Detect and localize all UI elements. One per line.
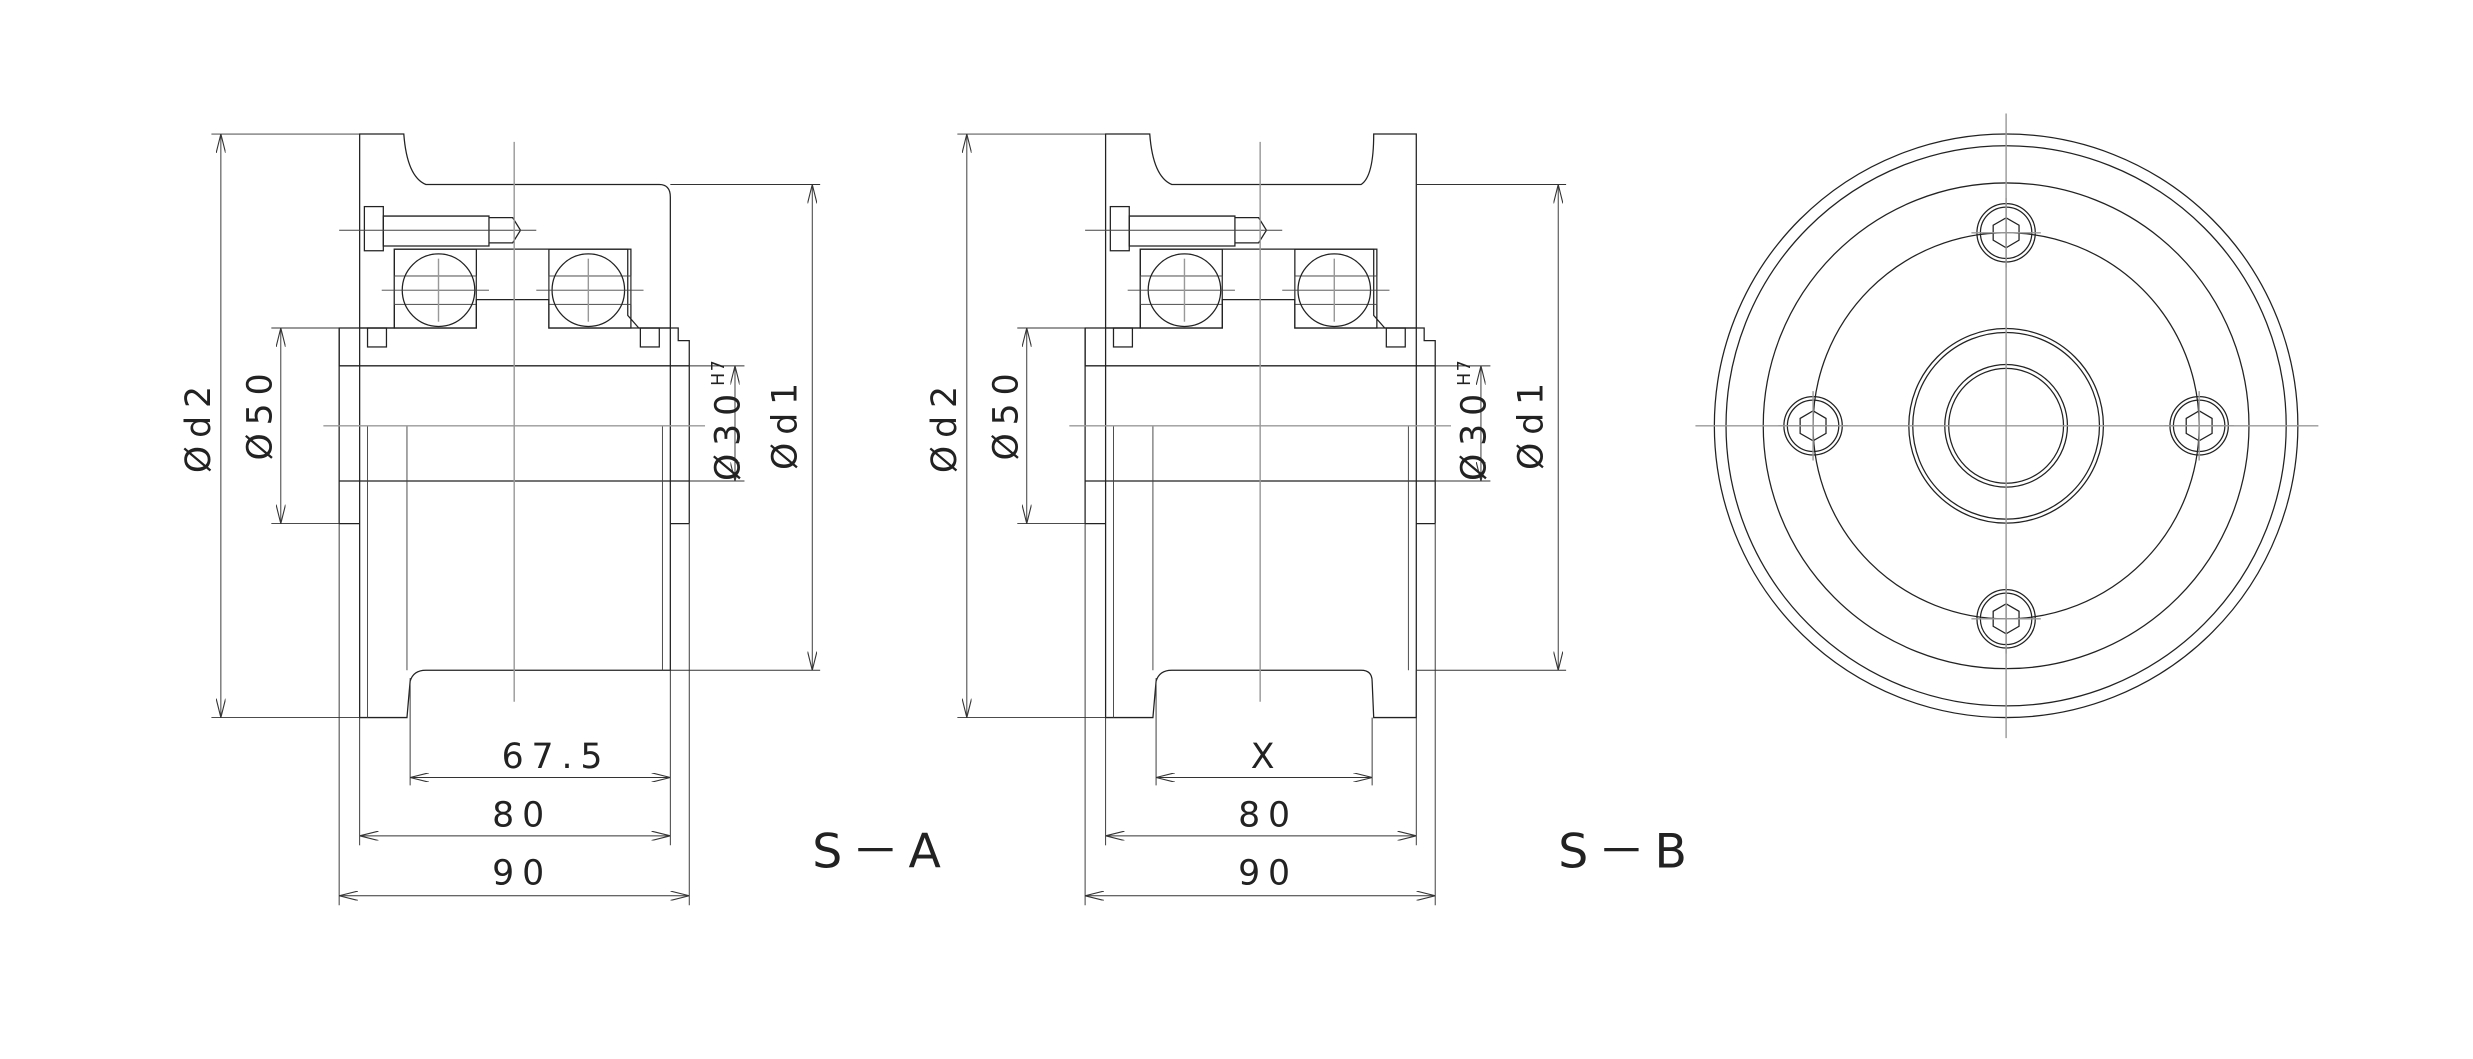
dim-label-bore: Ø30H7 [709, 359, 749, 481]
set-screw [1112, 327, 1134, 348]
dim-label-inner-width: 80 [1238, 795, 1298, 835]
pulley-body-section [1104, 133, 1417, 329]
set-screw [366, 327, 388, 348]
bolt-head [1109, 205, 1130, 252]
bolt-head [363, 205, 384, 252]
bolt-head-icon [1971, 584, 2041, 654]
dim-label-d1: Ød1 [1511, 375, 1551, 470]
labels-s-a: Ød2 Ø50 Ø30H7 Ød1 67.5 80 90 S－A [179, 359, 950, 894]
bolt-head-icon [1778, 391, 1848, 461]
dim-label-d50: Ø50 [240, 365, 280, 460]
bore-value: Ø30 [709, 386, 749, 481]
dim-label-bore: Ø30H7 [1455, 359, 1495, 481]
bearing-section [548, 248, 632, 329]
bolt-shank [382, 215, 490, 247]
dim-label-groove-width: 67.5 [502, 737, 611, 777]
dim-label-d2: Ød2 [925, 378, 965, 473]
bolt-shank [1128, 215, 1236, 247]
pulley-body-section [359, 133, 671, 329]
bore-tolerance: H7 [1455, 359, 1475, 386]
end-view [1695, 113, 2319, 739]
bolt-head-icon [1971, 198, 2041, 268]
bearing-section [1294, 248, 1378, 329]
pulley-lower-outline [1104, 328, 1417, 719]
view-title-s-b: S－B [1558, 824, 1696, 879]
labels-s-b: Ød2 Ø50 Ø30H7 Ød1 X 80 90 S－B [925, 359, 1696, 894]
pulley-lower-outline [359, 328, 671, 719]
view-title-s-a: S－A [812, 824, 950, 879]
section-view-s-a [211, 133, 821, 906]
dim-label-total-width: 90 [1238, 854, 1298, 894]
dim-label-total-width: 90 [492, 854, 552, 894]
bore-value: Ø30 [1455, 386, 1495, 481]
dim-label-d2: Ød2 [179, 378, 219, 473]
bore-tolerance: H7 [709, 359, 729, 386]
set-screw [1385, 327, 1406, 348]
bolt-head-icon [2164, 391, 2234, 461]
dim-label-inner-width: 80 [492, 795, 552, 835]
section-view-s-b [957, 133, 1567, 906]
dim-label-groove-width: X [1251, 737, 1283, 777]
dim-label-d50: Ø50 [986, 365, 1026, 460]
set-screw [639, 327, 660, 348]
dim-label-d1: Ød1 [765, 375, 805, 470]
